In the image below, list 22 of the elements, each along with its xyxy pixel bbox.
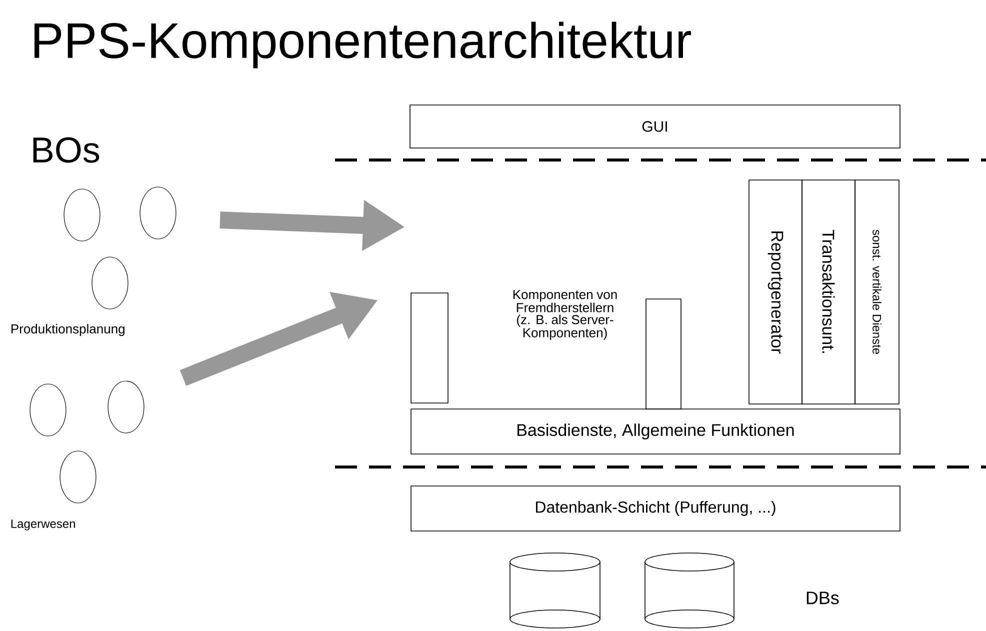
- object-ellipse: [108, 380, 144, 434]
- layer-box: GUI: [410, 104, 900, 148]
- title: PPS-Komponentenarchitektur: [34, 22, 691, 68]
- database-cylinder: [510, 552, 600, 628]
- service-column: Transaktionsunt.: [802, 180, 856, 404]
- caption-label: DBs: [806, 592, 839, 604]
- component-box: [646, 298, 682, 410]
- service-column: Reportgenerator: [748, 180, 802, 404]
- database-cylinder: [644, 552, 734, 628]
- object-ellipse: [60, 450, 96, 504]
- object-ellipse: [140, 186, 176, 240]
- heading: BOs: [33, 137, 100, 163]
- group-label: Lagerwesen: [11, 520, 75, 530]
- layer-box: Datenbank-Schicht (Pufferung, ...): [410, 486, 900, 532]
- group-label: Produktionsplanung: [11, 324, 124, 336]
- object-ellipse: [92, 256, 128, 310]
- object-ellipse: [64, 188, 100, 242]
- service-column: sonst. vertikale Dienste: [854, 180, 900, 404]
- component-box: [410, 292, 448, 404]
- description-text: Komponenten von Fremdherstellern (z. B. als Server-Komponenten): [513, 290, 617, 340]
- layer-box: Basisdienste, Allgemeine Funktionen: [410, 408, 900, 454]
- object-ellipse: [30, 384, 66, 436]
